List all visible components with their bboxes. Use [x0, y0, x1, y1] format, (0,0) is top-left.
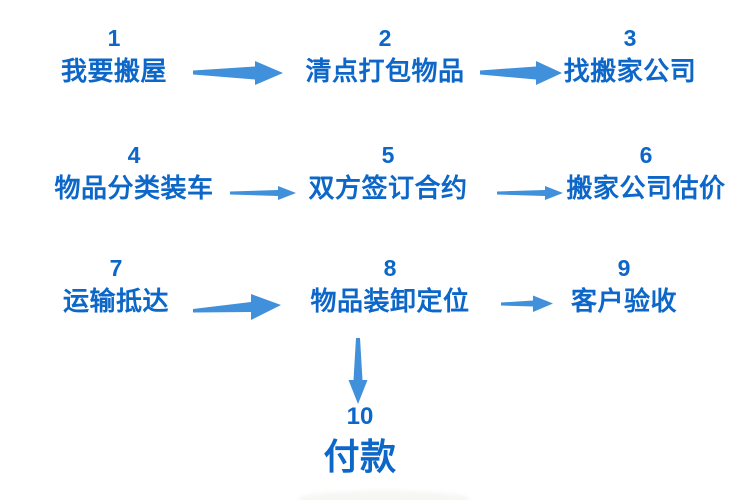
- arrow-right-4-to-5-icon: [230, 186, 296, 200]
- bottom-edge-artifact: [298, 491, 470, 500]
- step-9-label: 客户验收: [570, 286, 678, 316]
- step-7-label: 运输抵达: [62, 286, 170, 316]
- step-6: 6 搬家公司估价: [566, 141, 725, 203]
- step-8-number: 8: [383, 255, 397, 281]
- step-4: 4 物品分类装车: [54, 141, 213, 203]
- step-1-number: 1: [107, 25, 121, 51]
- step-3: 3 找搬家公司: [564, 24, 697, 86]
- arrow-down-8-to-10-icon: [348, 338, 368, 404]
- step-5-label: 双方签订合约: [308, 173, 468, 203]
- step-9: 9 客户验收: [571, 254, 677, 316]
- step-8-label: 物品装卸定位: [310, 286, 470, 316]
- step-7-number: 7: [109, 255, 123, 281]
- step-3-label: 找搬家公司: [563, 56, 697, 86]
- step-5: 5 双方签订合约: [308, 141, 467, 203]
- step-10: 10 付款: [323, 402, 396, 476]
- arrow-right-5-to-6-icon: [497, 186, 563, 200]
- step-1-label: 我要搬屋: [60, 56, 168, 86]
- step-4-number: 4: [127, 142, 141, 168]
- step-3-number: 3: [623, 25, 637, 51]
- step-10-label: 付款: [323, 436, 397, 477]
- arrow-right-2-to-3-icon: [480, 61, 562, 85]
- step-9-number: 9: [617, 255, 631, 281]
- step-2-label: 清点打包物品: [305, 56, 465, 86]
- step-5-number: 5: [381, 142, 395, 168]
- step-6-label: 搬家公司估价: [566, 173, 726, 203]
- step-2-number: 2: [378, 25, 392, 51]
- arrow-right-8-to-9-icon: [501, 295, 553, 312]
- step-6-number: 6: [639, 142, 653, 168]
- step-8: 8 物品装卸定位: [310, 254, 469, 316]
- arrow-right-1-to-2-icon: [193, 61, 283, 85]
- step-10-number: 10: [346, 403, 374, 430]
- step-4-label: 物品分类装车: [54, 173, 214, 203]
- step-1: 1 我要搬屋: [61, 24, 167, 86]
- step-7: 7 运输抵达: [63, 254, 169, 316]
- step-2: 2 清点打包物品: [305, 24, 464, 86]
- arrow-right-7-to-8-icon: [193, 294, 281, 320]
